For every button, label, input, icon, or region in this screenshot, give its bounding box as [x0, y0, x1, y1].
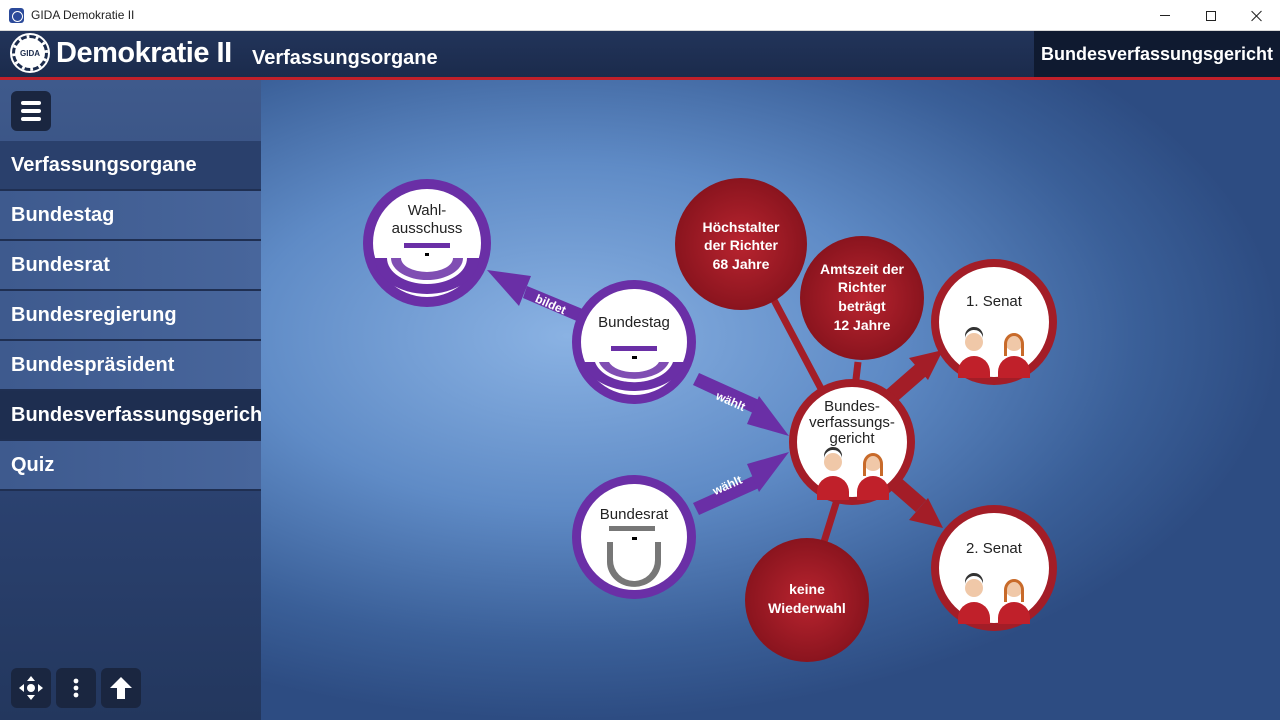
- header-subtitle: Verfassungsorgane: [252, 47, 438, 69]
- constitution-diagram: bildet wählt wählt Wahl- ausschuss: [363, 178, 1057, 662]
- node-senat-1[interactable]: 1. Senat: [931, 259, 1057, 385]
- bundesrat-seats-icon: [607, 526, 661, 587]
- hamburger-menu-button[interactable]: [11, 91, 51, 131]
- sidebar-item-bundesrat[interactable]: Bundesrat: [0, 241, 261, 291]
- judges-icon: [817, 446, 889, 500]
- gida-logo: GIDA: [10, 33, 50, 73]
- sidebar: Verfassungsorgane Bundestag Bundesrat Bu…: [0, 80, 269, 720]
- node-bundesrat[interactable]: Bundesrat: [572, 475, 696, 599]
- close-button[interactable]: [1234, 0, 1280, 31]
- bundesrat-label: Bundesrat: [600, 506, 669, 523]
- node-wahlausschuss[interactable]: Wahl- ausschuss: [363, 179, 491, 307]
- arrow-bildet[interactable]: bildet: [487, 270, 585, 322]
- scroll-top-button[interactable]: [101, 668, 141, 708]
- close-icon: [1251, 10, 1263, 22]
- window-titlebar: GIDA Demokratie II: [0, 0, 1280, 31]
- sidebar-item-verfassungsorgane[interactable]: Verfassungsorgane: [0, 141, 261, 191]
- more-vertical-icon: [73, 678, 79, 698]
- hamburger-icon: [21, 101, 41, 105]
- maximize-icon: [1206, 10, 1216, 21]
- hoechstalter-line-3: 68 Jahre: [713, 256, 770, 272]
- logo-text: GIDA: [20, 48, 40, 58]
- fact-amtszeit[interactable]: Amtszeit der Richter beträgt 12 Jahre: [800, 236, 924, 360]
- diagram-canvas: bildet wählt wählt Wahl- ausschuss: [261, 80, 1280, 720]
- more-options-button[interactable]: [56, 668, 96, 708]
- wiederwahl-line-1: keine: [789, 581, 825, 597]
- hamburger-icon-bar: [21, 109, 41, 113]
- arrow-waehlt-bundestag[interactable]: wählt: [693, 373, 789, 436]
- arrow-waehlt-bundesrat[interactable]: wählt: [693, 452, 789, 515]
- node-bundestag[interactable]: Bundestag: [572, 280, 696, 404]
- move-button[interactable]: [11, 668, 51, 708]
- node-bundesverfassungsgericht[interactable]: Bundes- verfassungs- gericht: [789, 379, 915, 505]
- judges-icon: [958, 326, 1030, 378]
- minimize-icon: [1160, 15, 1170, 16]
- header-divider: [0, 77, 1280, 80]
- connector-hoechstalter: [762, 283, 830, 400]
- brand-title: Demokratie II: [56, 37, 232, 69]
- app-icon: [9, 8, 24, 23]
- arrow-label-bildet: bildet: [533, 291, 568, 317]
- hoechstalter-line-1: Höchstalter: [702, 219, 780, 235]
- sidebar-item-bundestag[interactable]: Bundestag: [0, 191, 261, 241]
- bverfg-label-1: Bundes-: [824, 398, 880, 415]
- sidebar-item-bundesregierung[interactable]: Bundesregierung: [0, 291, 261, 341]
- amtszeit-line-2: Richter: [838, 279, 887, 295]
- sidebar-nav: Verfassungsorgane Bundestag Bundesrat Bu…: [0, 141, 269, 491]
- sidebar-item-bundesverfassungsgericht[interactable]: Bundesverfassungsgericht: [0, 391, 269, 441]
- wiederwahl-line-2: Wiederwahl: [768, 600, 846, 616]
- connector-wiederwahl: [819, 498, 841, 547]
- bverfg-label-3: gericht: [829, 430, 875, 447]
- wahlausschuss-label-1: Wahl-: [408, 202, 447, 219]
- node-senat-2[interactable]: 2. Senat: [931, 505, 1057, 631]
- arrow-to-senat1: [883, 350, 943, 405]
- sidebar-item-bundespraesident[interactable]: Bundespräsident: [0, 341, 261, 391]
- parliament-seats-icon: [583, 346, 685, 391]
- bverfg-label-2: verfassungs-: [809, 414, 895, 431]
- amtszeit-line-1: Amtszeit der: [820, 261, 905, 277]
- fact-hoechstalter[interactable]: Höchstalter der Richter 68 Jahre: [675, 178, 807, 310]
- move-icon: [19, 676, 43, 700]
- senat2-label: 2. Senat: [966, 540, 1023, 557]
- amtszeit-line-4: 12 Jahre: [834, 317, 891, 333]
- current-section-label: Bundesverfassungsgericht: [1034, 31, 1280, 77]
- judges-icon: [958, 572, 1030, 624]
- bundestag-label: Bundestag: [598, 314, 670, 331]
- app-header: GIDA Demokratie II Verfassungsorgane Bun…: [0, 31, 1280, 80]
- parliament-seats-icon: [375, 243, 479, 294]
- wahlausschuss-label-2: ausschuss: [392, 220, 463, 237]
- hoechstalter-line-2: der Richter: [704, 237, 778, 253]
- sidebar-item-quiz[interactable]: Quiz: [0, 441, 261, 491]
- maximize-button[interactable]: [1188, 0, 1234, 31]
- bottom-toolbar: [11, 668, 141, 708]
- arrow-up-icon: [110, 677, 132, 699]
- hamburger-icon-bar: [21, 117, 41, 121]
- senat1-label: 1. Senat: [966, 293, 1023, 310]
- fact-wiederwahl[interactable]: keine Wiederwahl: [745, 538, 869, 662]
- minimize-button[interactable]: [1142, 0, 1188, 31]
- amtszeit-line-3: beträgt: [838, 298, 886, 314]
- window-title: GIDA Demokratie II: [31, 8, 135, 22]
